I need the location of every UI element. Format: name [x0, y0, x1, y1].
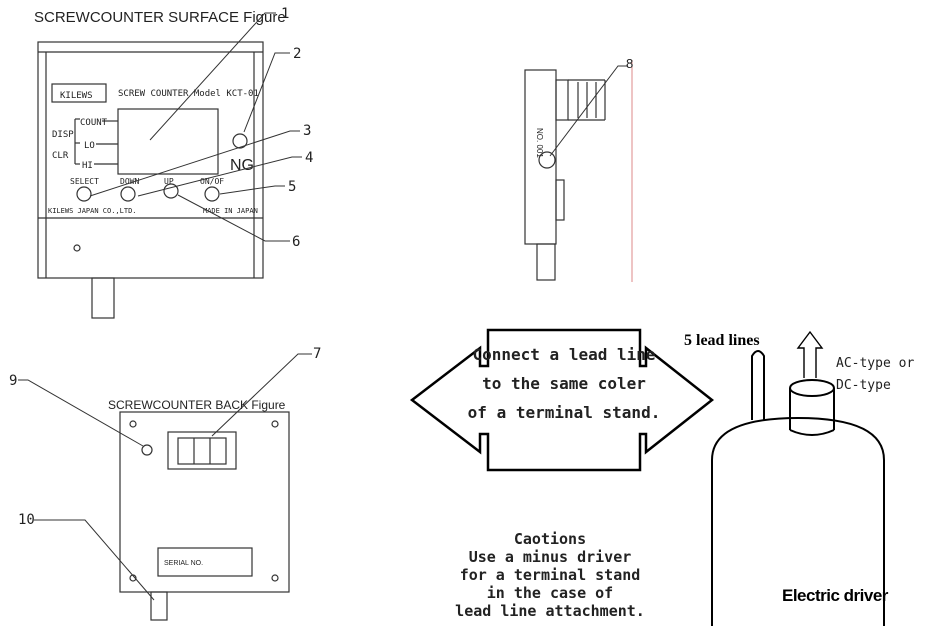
surface-device — [37, 41, 264, 319]
double-arrow — [409, 328, 715, 472]
model-label: SCREW COUNTER Model KCT-01 — [118, 89, 259, 99]
cable-stub — [91, 277, 115, 319]
brand-label: KILEWS — [60, 91, 93, 101]
select-label: SELECT — [70, 177, 99, 186]
hi-label: HI — [82, 161, 93, 171]
callout-6: 6 — [292, 234, 300, 250]
callout-1: 1 — [281, 6, 289, 22]
ac-type-label-1: AC-type or — [836, 356, 914, 371]
arrow-text-1: Connect a lead line — [472, 345, 655, 364]
screw-hole — [73, 244, 81, 252]
display-window — [117, 108, 219, 175]
up-arrow-icon — [796, 330, 824, 378]
cautions-line-4: lead line attachment. — [455, 602, 645, 620]
up-label: UP — [164, 177, 174, 186]
electric-driver-label: Electric driver — [782, 586, 889, 605]
onoff-label: ON/OF — [200, 177, 224, 186]
cautions-title: Caotions — [514, 530, 586, 548]
callout-7: 7 — [313, 346, 321, 362]
arrow-text-2: to the same coler — [482, 374, 646, 393]
callout-3: 3 — [303, 123, 311, 139]
serial-plate — [157, 547, 253, 577]
clr-label: CLR — [52, 151, 69, 161]
select-button — [76, 186, 92, 202]
side-knob — [538, 151, 556, 169]
count-label: COUNT — [80, 118, 108, 128]
ac-type-label-2: DC-type — [836, 378, 891, 393]
surface-figure-title: SCREWCOUNTER SURFACE Figure — [34, 9, 286, 26]
cautions-line-2: for a terminal stand — [460, 566, 641, 584]
side-label: NO. 001 — [535, 128, 544, 158]
brand-box — [51, 83, 107, 103]
back-device — [119, 411, 290, 621]
down-label: DOWN — [120, 177, 139, 186]
made-in-label: MADE IN JAPAN — [203, 207, 258, 215]
up-button — [163, 183, 179, 199]
ng-label: NG — [230, 157, 254, 174]
electric-driver — [711, 350, 885, 626]
callout-8: 8 — [626, 56, 633, 71]
side-view — [524, 69, 606, 281]
cautions-line-1: Use a minus driver — [469, 548, 632, 566]
callout-10: 10 — [18, 512, 35, 528]
cautions-line-3: in the case of — [487, 584, 613, 602]
callout-2: 2 — [293, 46, 301, 62]
callout-9: 9 — [9, 373, 17, 389]
arrow-text-3: of a terminal stand. — [468, 403, 661, 422]
serial-label: SERIAL NO. — [164, 560, 203, 567]
back-figure-title: SCREWCOUNTER BACK Figure — [108, 398, 286, 412]
callout-5: 5 — [288, 179, 296, 195]
callout-4: 4 — [305, 150, 313, 166]
onoff-button — [204, 186, 220, 202]
ng-indicator — [232, 133, 248, 149]
disp-label: DISP — [52, 130, 74, 140]
lead-lines-label: 5 lead lines — [684, 332, 760, 349]
lo-label: LO — [84, 141, 95, 151]
maker-label: KILEWS JAPAN CO.,LTD. — [48, 207, 137, 215]
back-switch — [167, 431, 237, 470]
down-button — [120, 186, 136, 202]
back-knob — [141, 444, 153, 456]
